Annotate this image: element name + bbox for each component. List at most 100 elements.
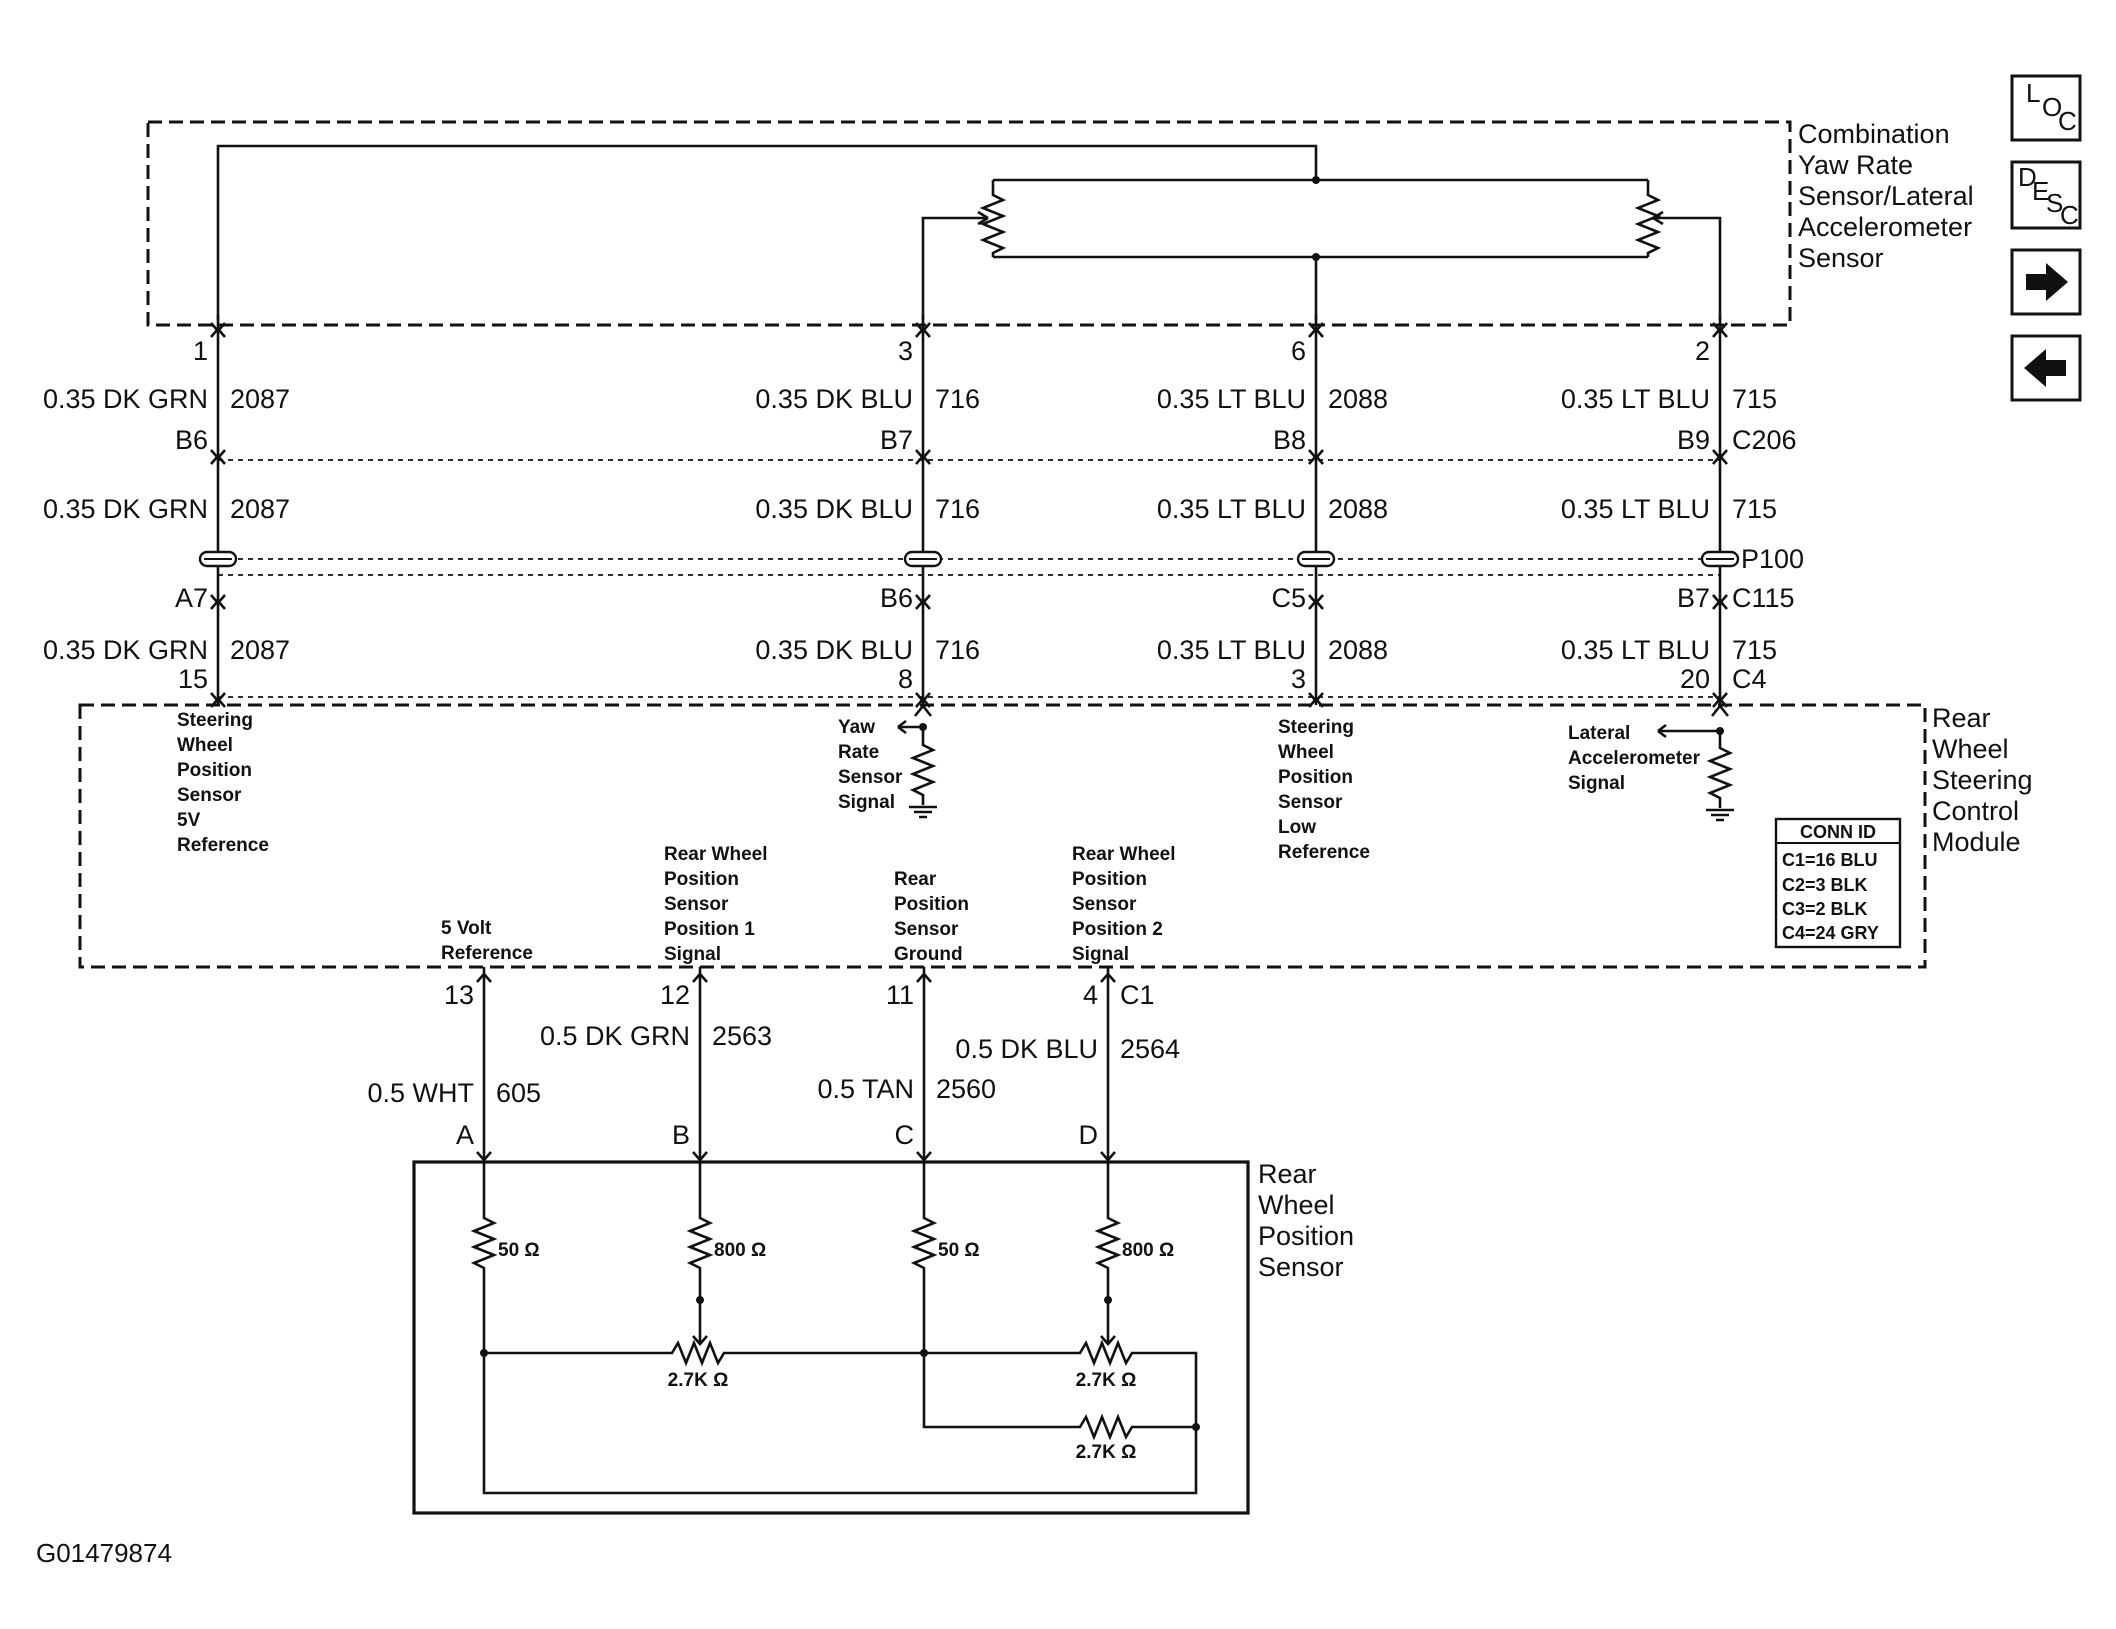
c206-connector-label: C206 (1732, 425, 1797, 455)
pin-number: 2 (1695, 336, 1710, 366)
c206-pin: B8 (1273, 425, 1306, 455)
circuit-number: 716 (935, 635, 980, 665)
signal-label-line: Sensor (1278, 792, 1343, 813)
figure-id: G01479874 (36, 1538, 172, 1568)
conn-id-row: C4=24 GRY (1782, 923, 1879, 943)
c1-pin: 4 (1083, 980, 1098, 1010)
resistor-value: 50 Ω (498, 1240, 540, 1261)
signal-label-line: Position 1 (664, 919, 755, 940)
conn-id-table: CONN ID C1=16 BLU C2=3 BLK C3=2 BLK C4=2… (1774, 817, 1902, 949)
signal-label-line: Reference (177, 835, 269, 856)
pin-number: 3 (898, 336, 913, 366)
conn-id-row: C2=3 BLK (1782, 875, 1868, 895)
conn-id-row: C3=2 BLK (1782, 899, 1868, 919)
wire-color: 0.35 LT BLU (1561, 635, 1710, 665)
c1-pin: 13 (444, 980, 474, 1010)
arrow-left-icon (2024, 349, 2066, 387)
c1-connector-label: C1 (1120, 980, 1155, 1010)
circuit-number: 2563 (712, 1021, 772, 1051)
signal-label-line: Signal (1072, 944, 1129, 965)
control-module-label-line: Steering (1932, 765, 2033, 795)
c115-pin: A7 (175, 583, 208, 613)
signal-label-line: Signal (1568, 773, 1625, 794)
wire-color: 0.35 DK GRN (43, 494, 208, 524)
sensor-pin: B (672, 1120, 690, 1150)
control-module-label-line: Wheel (1932, 734, 2009, 764)
desc-button-letter: S (2046, 188, 2063, 218)
top-module-label-line: Accelerometer (1798, 212, 1972, 242)
sensor-pin: A (456, 1120, 474, 1150)
wire-color: 0.5 WHT (367, 1078, 474, 1108)
lower-circuit-labels: 13 0.5 WHT 605 A 12 0.5 DK GRN 2563 B 11… (367, 980, 1180, 1150)
signal-label-line: Sensor (1072, 894, 1137, 915)
resistor-value: 800 Ω (1122, 1240, 1174, 1261)
next-button[interactable] (2010, 248, 2082, 316)
upper-wires (216, 315, 1722, 705)
circuit-number: 2088 (1328, 494, 1388, 524)
c115-connector-label: C115 (1732, 583, 1795, 613)
resistor-value: 2.7K Ω (668, 1370, 729, 1391)
signal-label-line: Position (1072, 869, 1147, 890)
connector-divider-lines (218, 459, 1720, 698)
p100-grommets (198, 550, 1740, 568)
c4-connector-label: C4 (1732, 664, 1767, 694)
signal-label-line: Position (894, 894, 969, 915)
label-swps-5v: Steering Wheel Position Sensor 5V Refere… (177, 710, 269, 856)
lateral-input-circuit (1657, 703, 1734, 822)
circuit-number: 2088 (1328, 384, 1388, 414)
rear-wheel-position-sensor-label: Rear Wheel Position Sensor (1258, 1159, 1354, 1282)
c115-pin: B7 (1677, 583, 1710, 613)
c206-pin: B7 (880, 425, 913, 455)
resistor-value: 2.7K Ω (1076, 1370, 1137, 1391)
wire-color: 0.35 LT BLU (1157, 384, 1306, 414)
loc-button-letter: L (2026, 78, 2040, 108)
signal-label-line: Sensor (177, 785, 242, 806)
signal-label-line: Signal (838, 792, 895, 813)
conn-id-row: C1=16 BLU (1782, 850, 1878, 870)
prev-button[interactable] (2010, 334, 2082, 402)
signal-label-line: 5V (177, 810, 201, 831)
desc-button[interactable]: D E S C (2010, 160, 2082, 230)
sensor-label-line: Rear (1258, 1159, 1317, 1189)
top-module-label: Combination Yaw Rate Sensor/Lateral Acce… (1798, 119, 1974, 273)
label-position-1-signal: Rear Wheel Position Sensor Position 1 Si… (664, 844, 767, 965)
top-module-label-line: Combination (1798, 119, 1950, 149)
c4-pin: 15 (178, 664, 208, 694)
circuit-number: 2087 (230, 494, 290, 524)
control-module-label-line: Module (1932, 827, 2021, 857)
resistor-value: 2.7K Ω (1076, 1442, 1137, 1463)
circuit-column-2: 3 0.35 DK BLU 716 B7 0.35 DK BLU 716 B6 … (755, 336, 980, 694)
circuit-number: 715 (1732, 635, 1777, 665)
signal-label-line: Rear Wheel (1072, 844, 1175, 865)
label-yaw-signal: Yaw Rate Sensor Signal (838, 717, 903, 813)
sensor-label-line: Sensor (1258, 1252, 1344, 1282)
pin-number: 1 (193, 336, 208, 366)
signal-label-line: Lateral (1568, 723, 1630, 744)
conn-id-title: CONN ID (1800, 822, 1876, 842)
top-module-label-line: Sensor/Lateral (1798, 181, 1974, 211)
signal-label-line: Wheel (177, 735, 233, 756)
signal-label-line: Rate (838, 742, 879, 763)
signal-label-line: Rear Wheel (664, 844, 767, 865)
loc-button-letter: C (2058, 106, 2077, 136)
signal-label-line: Rear (894, 869, 937, 890)
signal-label-line: Position 2 (1072, 919, 1163, 940)
yaw-input-circuit (897, 703, 937, 819)
circuit-column-3: 6 0.35 LT BLU 2088 B8 0.35 LT BLU 2088 C… (1157, 336, 1388, 694)
wire-color: 0.35 DK GRN (43, 384, 208, 414)
loc-button[interactable]: L O C (2010, 74, 2082, 142)
top-module-label-line: Yaw Rate (1798, 150, 1913, 180)
wire-color: 0.35 LT BLU (1561, 384, 1710, 414)
c4-pin: 8 (898, 664, 913, 694)
top-module-internal (216, 144, 1722, 320)
top-module-label-line: Sensor (1798, 243, 1884, 273)
c115-pin: C5 (1271, 583, 1306, 613)
control-module-label-line: Control (1932, 796, 2019, 826)
circuit-number: 716 (935, 384, 980, 414)
c206-pin: B6 (175, 425, 208, 455)
signal-label-line: Sensor (894, 919, 959, 940)
c4-pin: 3 (1291, 664, 1306, 694)
circuit-number: 2564 (1120, 1034, 1180, 1064)
wire-color: 0.35 LT BLU (1157, 635, 1306, 665)
